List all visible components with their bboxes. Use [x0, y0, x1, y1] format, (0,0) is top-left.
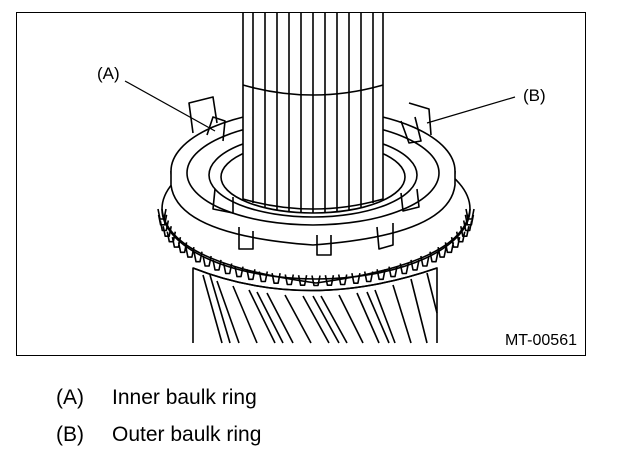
callout-b: (B): [523, 86, 546, 105]
legend-text: Outer baulk ring: [112, 423, 262, 446]
legend-item: (A) Inner baulk ring: [56, 386, 261, 423]
legend-key: (A): [56, 386, 84, 409]
callout-a: (A): [97, 64, 120, 83]
legend-text: Inner baulk ring: [112, 386, 257, 409]
figure-code: MT-00561: [504, 332, 577, 349]
main-shaft: [242, 13, 384, 213]
legend: (A) Inner baulk ring (B) Outer baulk rin…: [56, 386, 261, 460]
gear-illustration: (A) (B): [97, 13, 546, 344]
synchro-teeth-ring: [157, 138, 475, 287]
callout-line-b: [426, 96, 516, 124]
legend-key: (B): [56, 423, 84, 446]
legend-item: (B) Outer baulk ring: [56, 423, 261, 460]
helical-gear: [192, 267, 438, 344]
callout-line-a: [124, 80, 216, 132]
figure-frame: (A) (B) MT-00561: [16, 12, 586, 356]
